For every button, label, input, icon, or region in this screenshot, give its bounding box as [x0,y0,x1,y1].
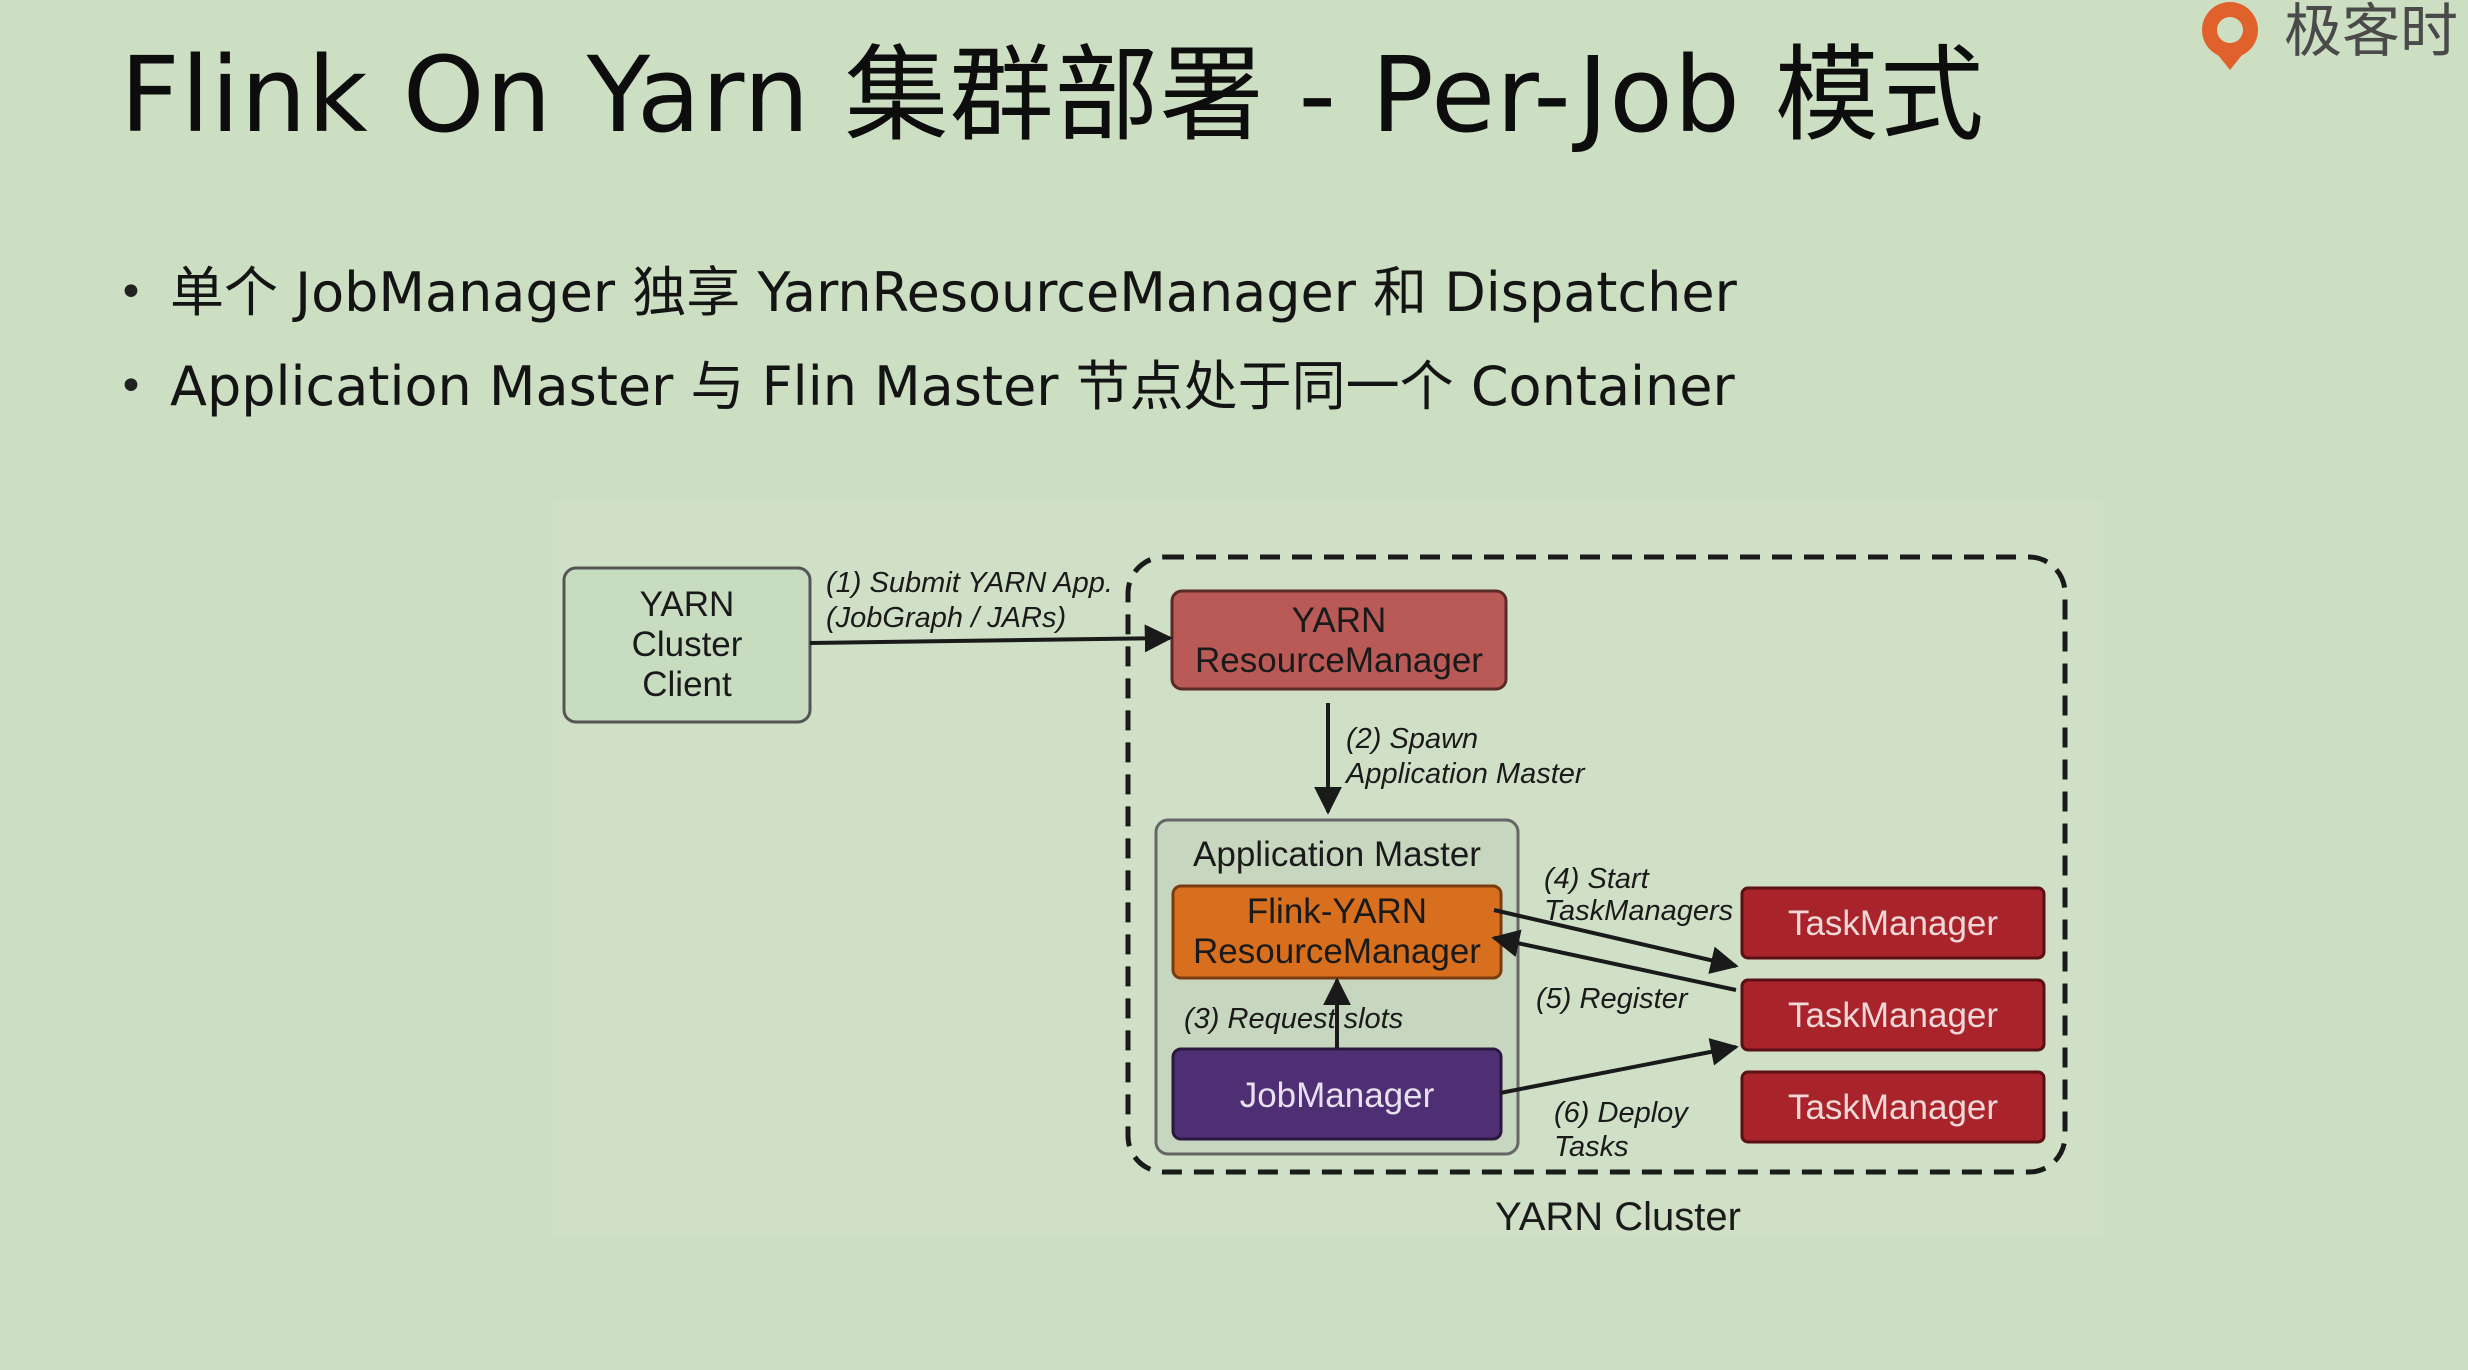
client-label-line1: YARN [640,585,735,624]
jobmanager-label: JobManager [1240,1076,1435,1115]
yarn-rm-label-line1: YARN [1292,601,1387,640]
bullet-dot: • [118,267,144,318]
geekbang-logo: 极客时 [2196,0,2468,74]
client-label-line2: Cluster [632,625,743,664]
edge-start-taskmanagers [1493,908,1739,974]
yarn-rm-label-line2: ResourceManager [1195,641,1483,680]
edge-label-deploy-1: (6) Deploy [1554,1097,1689,1129]
application-master-label: Application Master [1193,835,1481,874]
taskmanager-box [1740,1070,2046,1144]
taskmanager-box [1740,978,2046,1052]
edge-label-start-1: (4) Start [1544,863,1651,895]
bullet-item: • Application Master 与 Flin Master 节点处于同… [118,352,1737,446]
bullet-item: • 单个 JobManager 独享 YarnResourceManager 和… [118,258,1737,352]
yarn-cluster-label: YARN Cluster [1495,1195,1741,1239]
bullet-dot: • [118,361,144,412]
edge-register [1491,929,1737,992]
taskmanager-label: TaskManager [1788,904,1998,943]
edge-deploy-tasks [1499,1038,1739,1095]
edge-label-start-2: TaskManagers [1544,895,1733,927]
bullet-list: • 单个 JobManager 独享 YarnResourceManager 和… [118,258,1737,446]
yarn-cluster-client-box [562,566,812,724]
bullet-text: 单个 JobManager 独享 YarnResourceManager 和 D… [170,261,1737,324]
edge-label-deploy-2: Tasks [1554,1131,1629,1163]
bullet-text: Application Master 与 Flin Master 节点处于同一个… [170,355,1735,418]
taskmanager-box [1740,886,2046,960]
taskmanager-label: TaskManager [1788,996,1998,1035]
geekbang-logo-icon [2202,2,2258,70]
edge-submit-app [809,624,1173,653]
slide-title: Flink On Yarn 集群部署 - Per-Job 模式 [120,34,1985,156]
edge-label-spawn-1: (2) Spawn [1346,723,1478,755]
client-label-line3: Client [642,665,732,704]
edge-label-register: (5) Register [1536,983,1689,1015]
yarn-cluster-boundary [1125,554,2068,1175]
edge-label-request-slots: (3) Request slots [1184,1003,1403,1035]
edge-label-submit-2: (JobGraph / JARs) [826,602,1066,634]
edge-label-spawn-2: Application Master [1344,758,1586,790]
taskmanager-label: TaskManager [1788,1088,1998,1127]
flink-rm-label-line2: ResourceManager [1193,932,1481,971]
edge-label-submit-1: (1) Submit YARN App. [826,567,1113,599]
flink-rm-label-line1: Flink-YARN [1247,892,1427,931]
logo-text: 极客时 [2284,0,2459,65]
